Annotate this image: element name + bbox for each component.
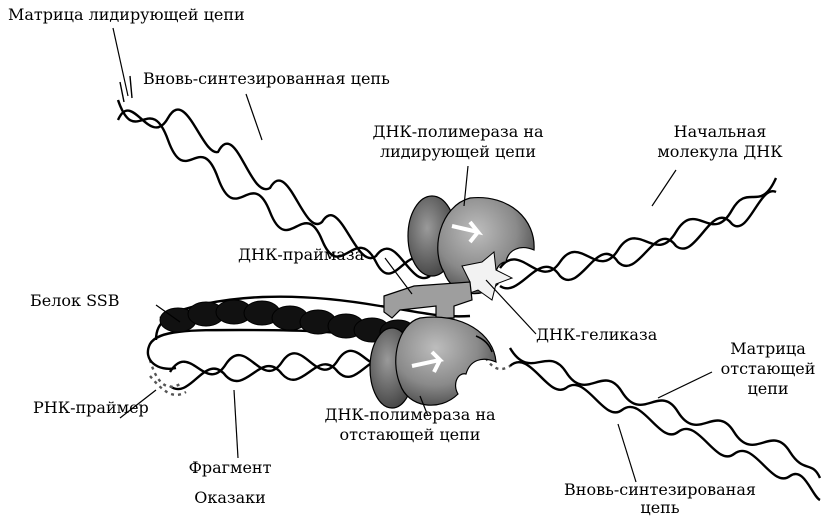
new-strand-bottom-label-line1: Вновь-синтезированая	[540, 480, 780, 500]
lagging-polymerase	[370, 317, 496, 408]
initial-dna-label-line1: Начальная	[640, 122, 800, 142]
lagging-template-label-line3: цепи	[708, 379, 828, 399]
primase	[384, 282, 472, 318]
okazaki-label-line1: Фрагмент	[170, 458, 290, 478]
primase-label: ДНК-праймаза	[238, 245, 364, 265]
ssb-label: Белок SSB	[30, 291, 120, 311]
rna-primer-label: РНК-праймер	[33, 398, 149, 418]
lagging-template-label-line2: отстающей	[708, 359, 828, 379]
helicase-label: ДНК-геликаза	[536, 325, 657, 345]
leading-polymerase-label-line1: ДНК-полимераза на	[358, 122, 558, 142]
leading-polymerase-label-line2: лидирующей цепи	[358, 142, 558, 162]
new-strand-top-label: Вновь-синтезированная цепь	[143, 69, 390, 89]
okazaki-label-line2: Оказаки	[170, 488, 290, 508]
parental-dna-helix	[500, 178, 776, 288]
initial-dna-label-line2: молекула ДНК	[640, 142, 800, 162]
new-strand-bottom-label-line2: цепь	[540, 498, 780, 518]
lagging-template-label-line1: Матрица	[708, 339, 828, 359]
lagging-polymerase-label-line2: отстающей цепи	[300, 425, 520, 445]
lagging-polymerase-label-line1: ДНК-полимераза на	[300, 405, 520, 425]
leading-template-label: Матрица лидирующей цепи	[8, 5, 245, 25]
